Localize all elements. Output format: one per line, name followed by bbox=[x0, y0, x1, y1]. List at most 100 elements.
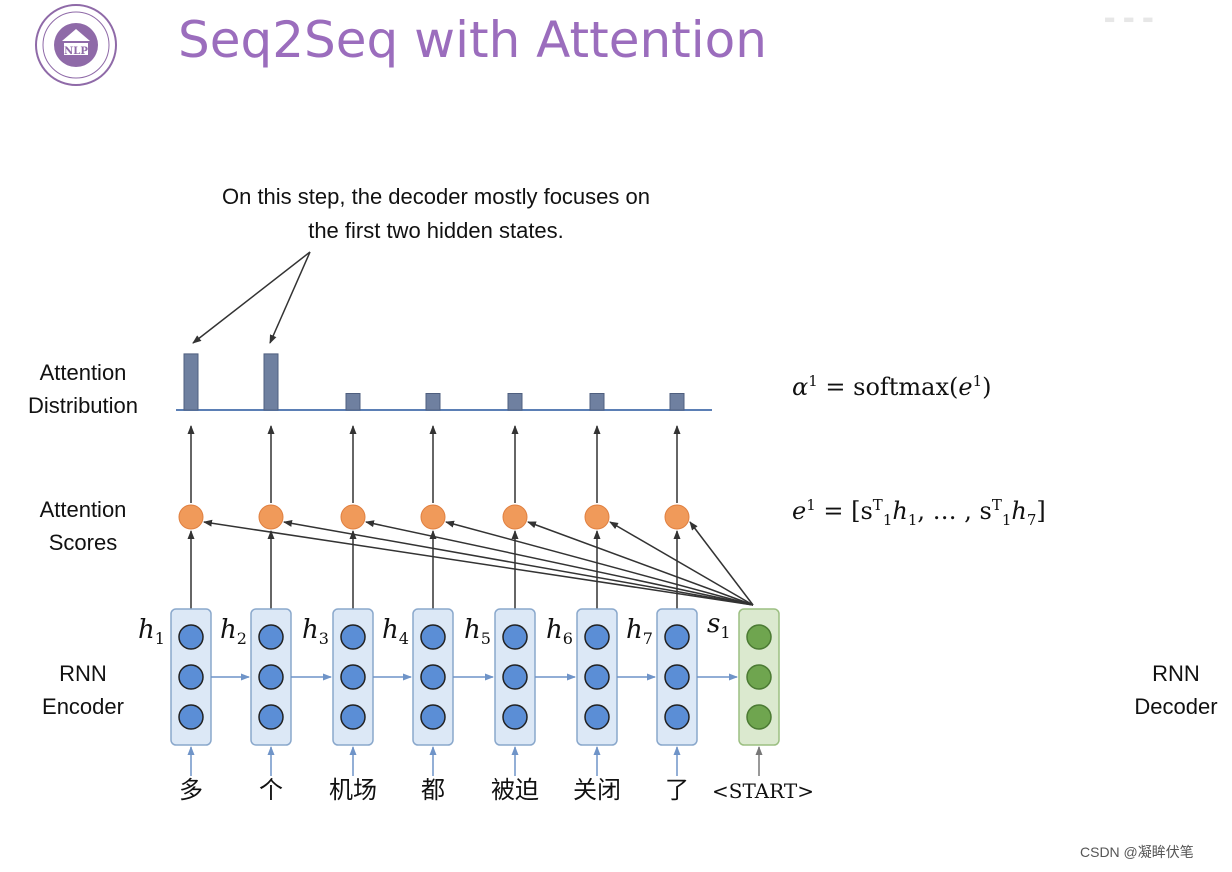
input-token-3: 机场 bbox=[329, 776, 377, 804]
encoder-node-1-2 bbox=[178, 664, 204, 690]
attention-distribution-label-line-1: Attention bbox=[39, 360, 127, 385]
formula-e-t: T bbox=[872, 496, 883, 514]
watermark: CSDN @凝眸伏笔 bbox=[1080, 844, 1194, 860]
encoder-node-1-1 bbox=[178, 624, 204, 650]
attention-bars bbox=[176, 353, 712, 411]
callout-arrows bbox=[192, 251, 311, 344]
formula-e-sub: 1 bbox=[882, 510, 893, 529]
encoder-node-7-3 bbox=[664, 704, 690, 730]
hidden-label-6: h6 bbox=[546, 615, 573, 648]
encoder-node-2-1 bbox=[258, 624, 284, 650]
rnn-encoder-label: RNN Encoder bbox=[10, 657, 156, 723]
callout-arrow-2 bbox=[269, 251, 311, 344]
decoder-to-score-arrow-2 bbox=[283, 519, 754, 606]
callout-arrow-1 bbox=[192, 251, 311, 344]
rnn-decoder-label-line-1: RNN bbox=[1152, 661, 1200, 686]
attention-score-node-7 bbox=[664, 504, 690, 530]
input-token-5: 被迫 bbox=[491, 776, 539, 804]
formula-e-close: ] bbox=[1036, 497, 1046, 525]
attention-score-node-1 bbox=[178, 504, 204, 530]
encoder-node-6-2 bbox=[584, 664, 610, 690]
encoder-node-4-2 bbox=[420, 664, 446, 690]
formula-e-t2: T bbox=[991, 496, 1002, 514]
input-token-2: 个 bbox=[259, 776, 283, 804]
decoder-node-3 bbox=[746, 704, 772, 730]
formula-alpha: α1 = softmax(e1) bbox=[792, 372, 992, 401]
rnn-decoder-label: RNN Decoder bbox=[1116, 657, 1232, 723]
decoder-to-score-arrow-6 bbox=[609, 521, 754, 606]
attention-score-node-5 bbox=[502, 504, 528, 530]
attention-distribution-label-line-2: Distribution bbox=[27, 393, 139, 418]
hidden-label-sub-7: 7 bbox=[643, 629, 653, 648]
attention-distribution-label: Attention Distribution bbox=[10, 356, 156, 422]
rnn-encoder-label-line-1: RNN bbox=[59, 661, 107, 686]
attention-score-node-2 bbox=[258, 504, 284, 530]
encoder-node-3-2 bbox=[340, 664, 366, 690]
encoder-node-2-2 bbox=[258, 664, 284, 690]
formula-alpha-sup: 1 bbox=[808, 372, 818, 390]
formula-alpha-close: ) bbox=[982, 373, 992, 401]
encoder-node-6-3 bbox=[584, 704, 610, 730]
attention-score-node-4 bbox=[420, 504, 446, 530]
callout-line-2: the first two hidden states. bbox=[308, 218, 564, 243]
hidden-label-5: h5 bbox=[464, 615, 491, 648]
input-token-7: 了 bbox=[665, 776, 689, 804]
encoder-node-4-1 bbox=[420, 624, 446, 650]
formula-e-h7sub: 7 bbox=[1026, 510, 1037, 529]
hidden-label-4: h4 bbox=[382, 615, 409, 648]
encoder-node-6-1 bbox=[584, 624, 610, 650]
attention-scores-label-line-2: Scores bbox=[48, 530, 118, 555]
decoder-start-token: <START> bbox=[712, 779, 814, 803]
attention-scores-label-line-1: Attention bbox=[39, 497, 127, 522]
decoder-to-score-arrow-3 bbox=[365, 520, 754, 606]
rnn-encoder-label-line-2: Encoder bbox=[42, 694, 124, 719]
hidden-label-sub-3: 3 bbox=[319, 629, 329, 648]
encoder-node-2-3 bbox=[258, 704, 284, 730]
encoder-node-3-1 bbox=[340, 624, 366, 650]
decoder-to-score-arrow-4 bbox=[445, 520, 754, 606]
decoder-state-label-sub: 1 bbox=[720, 623, 730, 642]
slide-title: Seq2Seq with Attention bbox=[178, 11, 767, 69]
hidden-label-7: h7 bbox=[626, 615, 653, 648]
attention-score-node-6 bbox=[584, 504, 610, 530]
decoder-state-label: s1 bbox=[707, 609, 731, 642]
attention-score-node-3 bbox=[340, 504, 366, 530]
attention-score-nodes bbox=[178, 425, 754, 609]
attention-bar-4 bbox=[425, 393, 441, 411]
encoder-node-7-2 bbox=[664, 664, 690, 690]
decoder-to-score-arrow-5 bbox=[527, 521, 754, 606]
formula-e-dots: , … , s bbox=[917, 497, 992, 525]
encoder-node-5-2 bbox=[502, 664, 528, 690]
formula-e-h1sub: 1 bbox=[907, 510, 918, 529]
decoder-to-score-arrow-7 bbox=[689, 521, 754, 606]
formula-alpha-rhs: = softmax( bbox=[817, 373, 959, 401]
encoder-node-5-1 bbox=[502, 624, 528, 650]
formula-e-h1: h bbox=[892, 497, 908, 525]
input-token-6: 关闭 bbox=[573, 776, 621, 804]
attention-bar-1 bbox=[183, 353, 199, 411]
attention-bar-7 bbox=[669, 393, 685, 411]
hidden-label-sub-5: 5 bbox=[481, 629, 491, 648]
encoder-node-3-3 bbox=[340, 704, 366, 730]
decoder-node-1 bbox=[746, 624, 772, 650]
decoder-to-score-arrow-1 bbox=[203, 519, 754, 606]
formula-e-rest: = [s bbox=[815, 497, 873, 525]
formula-e-sup: 1 bbox=[806, 496, 816, 514]
attention-bar-2 bbox=[263, 353, 279, 411]
hidden-label-sub-2: 2 bbox=[237, 629, 247, 648]
hidden-label-sub-6: 6 bbox=[563, 629, 573, 648]
attention-bar-5 bbox=[507, 393, 523, 411]
input-token-1: 多 bbox=[179, 776, 203, 804]
attention-scores-label: Attention Scores bbox=[10, 493, 156, 559]
callout-line-1: On this step, the decoder mostly focuses… bbox=[221, 184, 650, 209]
formula-e: e1 = [sT1h1, … , sT1h7] bbox=[792, 496, 1046, 529]
formula-e-sub2: 1 bbox=[1001, 510, 1012, 529]
attention-bar-6 bbox=[589, 393, 605, 411]
formula-alpha-esup: 1 bbox=[972, 372, 983, 390]
corner-mark: ▬ ▬ ▬ bbox=[1104, 12, 1156, 26]
rnn-decoder-label-line-2: Decoder bbox=[1134, 694, 1218, 719]
logo-text: NLP bbox=[64, 46, 88, 57]
decoder-node-2 bbox=[746, 664, 772, 690]
